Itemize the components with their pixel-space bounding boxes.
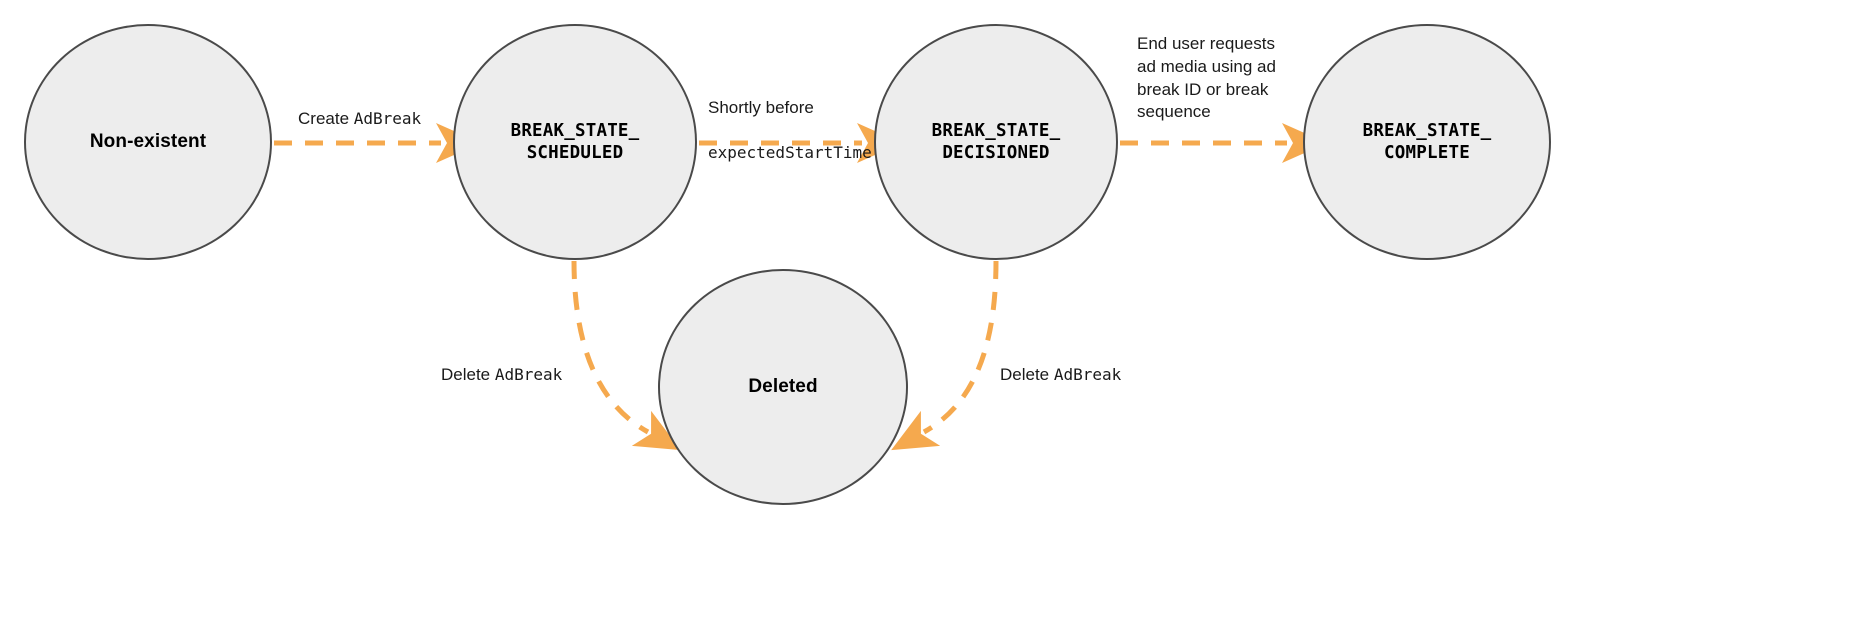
edge-delete-adbreak-scheduled — [571, 260, 681, 451]
edge-label-mono-part: AdBreak — [353, 109, 422, 129]
edge-label-end-user-requests: End user requests ad media using ad brea… — [1137, 34, 1276, 122]
state-node-break-state-scheduled[interactable]: BREAK_STATE_ SCHEDULED — [453, 24, 697, 260]
state-node-label: Non-existent — [89, 130, 207, 152]
state-node-break-state-complete[interactable]: BREAK_STATE_ COMPLETE — [1303, 24, 1551, 260]
state-node-label-line: BREAK_STATE_ — [1362, 120, 1492, 141]
edge-label-mono-part: AdBreak — [494, 365, 563, 385]
edge-label-sans-part: Delete — [441, 365, 495, 385]
edge-label-delete-adbreak-decisioned: Delete AdBreak — [1000, 343, 1121, 387]
state-node-non-existent[interactable]: Non-existent — [24, 24, 272, 260]
edge-label-mono-part: expectedStartTime — [708, 142, 872, 162]
state-node-label-line: SCHEDULED — [526, 143, 624, 163]
edge-label-delete-adbreak-scheduled: Delete AdBreak — [441, 343, 562, 387]
state-node-label-line: BREAK_STATE_ — [510, 120, 640, 141]
state-node-label-line: DECISIONED — [942, 143, 1050, 163]
edge-label-create-adbreak: Create AdBreak — [298, 87, 421, 131]
state-node-label-line: COMPLETE — [1384, 143, 1470, 163]
edge-label-sans-part: Shortly before — [708, 98, 814, 118]
edge-label-sans-part: Create — [298, 109, 354, 129]
state-node-label: BREAK_STATE_ SCHEDULED — [505, 120, 646, 165]
state-node-label: Deleted — [748, 375, 818, 397]
state-node-label-line: BREAK_STATE_ — [931, 120, 1061, 141]
state-node-break-state-decisioned[interactable]: BREAK_STATE_ DECISIONED — [874, 24, 1118, 260]
edge-label-shortly-before: Shortly before expectedStartTime — [708, 76, 872, 185]
state-node-label: BREAK_STATE_ COMPLETE — [1357, 120, 1498, 165]
state-node-label: BREAK_STATE_ DECISIONED — [926, 120, 1067, 165]
edge-label-sans-part: Delete — [1000, 365, 1054, 385]
state-node-deleted[interactable]: Deleted — [658, 269, 908, 505]
edge-delete-adbreak-decisioned — [891, 260, 999, 451]
edge-label-mono-part: AdBreak — [1053, 365, 1122, 385]
